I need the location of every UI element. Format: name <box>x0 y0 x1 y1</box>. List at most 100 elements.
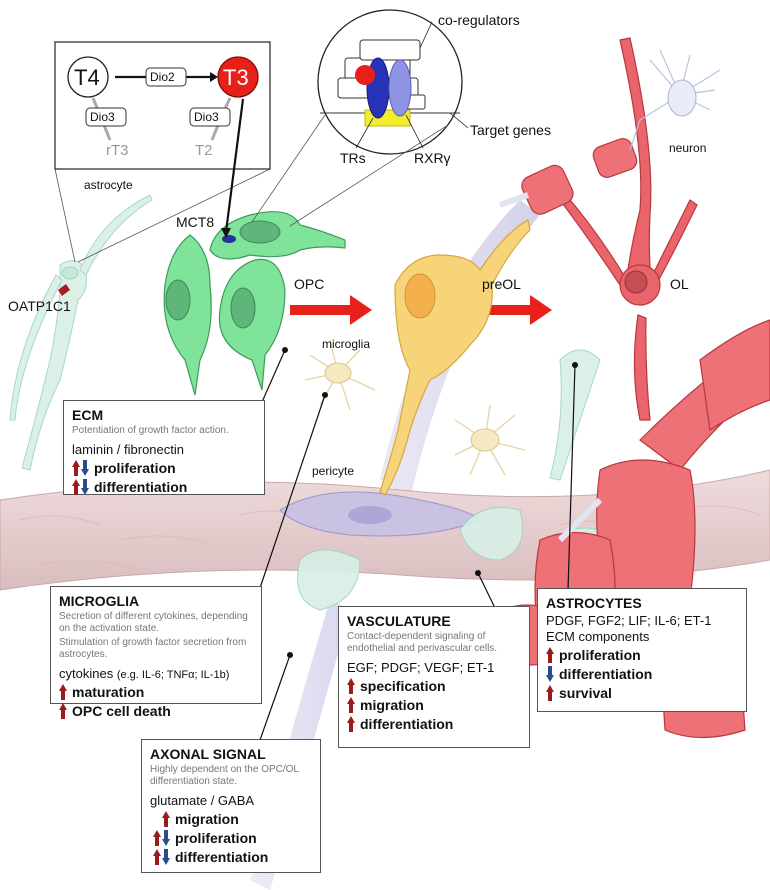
ol-cell <box>559 37 698 421</box>
up-arrow-icon <box>546 685 554 701</box>
down-arrow-icon <box>162 830 170 846</box>
ecm-title: ECM <box>72 407 104 423</box>
up-arrow-icon <box>153 849 161 865</box>
preol-label: preOL <box>482 276 521 292</box>
dio2-box <box>145 67 187 87</box>
inset-leader-left <box>54 168 76 263</box>
trs-label: TRs <box>340 150 366 166</box>
microglia-note-2: Stimulation of growth factor secretion f… <box>59 637 247 660</box>
microglia-body-2 <box>470 428 500 452</box>
arrow-opc-to-preol <box>290 295 372 325</box>
axon-background <box>380 200 540 500</box>
rt3-label: rT3 <box>106 142 129 159</box>
up-arrow-icon <box>59 684 67 700</box>
microglia-box: MICROGLIA Secretion of different cytokin… <box>50 586 262 719</box>
axonal-title: AXONAL SIGNAL <box>150 746 266 762</box>
receptor-leader-left <box>251 114 326 223</box>
rxr-leader <box>405 114 424 149</box>
astrocytes-agents-1: PDGF, FGF2; LIF; IL-6; ET-1 <box>546 613 712 628</box>
neuron-label: neuron <box>669 141 707 155</box>
astrocytes-box: ASTROCYTES PDGF, FGF2; LIF; IL-6; ET-1 E… <box>537 588 747 712</box>
microglia-body-1 <box>324 362 352 384</box>
up-arrow-icon <box>347 716 355 732</box>
neuron-cell <box>629 49 721 151</box>
down-arrow-icon <box>162 849 170 865</box>
ol-label: OL <box>670 276 689 292</box>
up-arrow-icon <box>72 479 80 495</box>
microglia-note-1: Secretion of different cytokines, depend… <box>59 611 248 634</box>
microglia-label: microglia <box>322 337 371 351</box>
oatp1c1-label: OATP1C1 <box>8 298 71 314</box>
vasculature-box: VASCULATURE Contact-dependent signaling … <box>338 606 530 748</box>
axonal-effect-proliferation: proliferation <box>150 830 312 846</box>
axonal-signal-box: AXONAL SIGNAL Highly dependent on the OP… <box>141 739 321 873</box>
t3-label: T3 <box>223 65 249 90</box>
t4-label: T4 <box>74 65 100 90</box>
rxr-label: RXRγ <box>414 150 451 166</box>
ecm-note: Potentiation of growth factor action. <box>72 425 229 436</box>
axonal-effect-migration: migration <box>150 811 312 827</box>
inset-leader-right <box>77 168 271 263</box>
dio3-right-label: Dio3 <box>194 110 219 124</box>
t2-label: T2 <box>195 142 213 159</box>
pericyte-nucleus <box>348 506 392 524</box>
microglia-agents-examples: (e.g. IL-6; TNFα; IL-1b) <box>116 669 230 681</box>
dio3-box-right <box>189 107 231 127</box>
astrocytes-title: ASTROCYTES <box>546 595 642 611</box>
microglia-effect-maturation: maturation <box>59 684 253 700</box>
up-arrow-icon <box>347 697 355 713</box>
callout-dots <box>282 347 578 658</box>
ecm-effect-differentiation: differentiation <box>72 479 256 495</box>
opc-label: OPC <box>294 276 325 292</box>
astrocyte-label: astrocyte <box>84 178 133 192</box>
down-arrow-icon <box>81 479 89 495</box>
callout-lines <box>259 349 576 741</box>
ecm-box: ECM Potentiation of growth factor action… <box>63 400 265 495</box>
vasculature-effect-differentiation: differentiation <box>347 716 521 732</box>
up-arrow-icon <box>347 678 355 694</box>
up-arrow-icon <box>546 647 554 663</box>
astrocytes-effect-differentiation: differentiation <box>546 666 738 682</box>
t3-ligand <box>355 65 375 85</box>
oatp1c1-transporter <box>58 284 70 296</box>
arrow-preol-to-ol <box>470 295 552 325</box>
ecm-agents: laminin / fibronectin <box>72 442 184 457</box>
axonal-note: Highly dependent on the OPC/OL different… <box>150 764 299 787</box>
down-arrow-icon <box>546 666 554 682</box>
coregulators-leader <box>419 21 433 49</box>
neuron-body <box>667 79 697 117</box>
receptor-leader-right <box>289 124 449 227</box>
target-genes-label: Target genes <box>470 122 551 138</box>
up-arrow-icon <box>72 460 80 476</box>
pericyte-label: pericyte <box>312 464 355 478</box>
up-arrow-icon <box>59 703 67 719</box>
dio2-label: Dio2 <box>150 70 175 84</box>
dio3-box-left <box>85 107 127 127</box>
microglia-effect-cell-death: OPC cell death <box>59 703 253 719</box>
astrocytes-effect-proliferation: proliferation <box>546 647 738 663</box>
vasculature-agents: EGF; PDGF; VEGF; ET-1 <box>347 660 495 675</box>
t3-to-mct8-line <box>224 98 245 233</box>
dio3-left-label: Dio3 <box>90 110 115 124</box>
trs-leader <box>355 117 374 149</box>
astrocyte-nucleus <box>61 266 79 280</box>
microglia-agents: cytokines (e.g. IL-6; TNFα; IL-1b) <box>59 666 230 681</box>
coregulators-label: co-regulators <box>438 12 520 28</box>
astrocytes-effect-survival: survival <box>546 685 738 701</box>
preol-cell <box>379 219 531 496</box>
preol-nucleus <box>404 273 436 319</box>
mct8-transporter <box>222 235 236 243</box>
opc-nuclei <box>165 220 281 329</box>
ecm-effect-proliferation: proliferation <box>72 460 256 476</box>
axonal-effect-differentiation: differentiation <box>150 849 312 865</box>
ol-nucleus <box>624 270 648 294</box>
t4-circle <box>67 56 109 98</box>
mct8-label: MCT8 <box>176 214 215 230</box>
vasculature-title: VASCULATURE <box>347 613 451 629</box>
microglia-cells <box>304 339 526 476</box>
up-arrow-icon <box>162 811 170 827</box>
axonal-agents: glutamate / GABA <box>150 793 255 808</box>
target-genes-leader <box>449 112 469 129</box>
vasculature-effect-migration: migration <box>347 697 521 713</box>
